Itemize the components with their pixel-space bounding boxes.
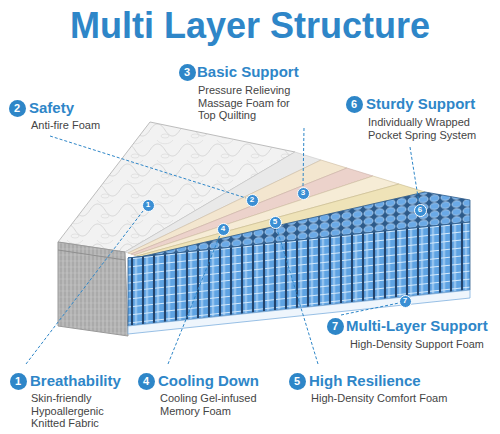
callout-number: 3 xyxy=(179,64,196,81)
callout-description: Cooling Gel-infused Memory Foam xyxy=(160,392,270,417)
callout-number: 2 xyxy=(9,100,26,117)
layer-marker: 5 xyxy=(269,216,282,229)
callout-description: High-Density Comfort Foam xyxy=(311,392,471,405)
callout-heading: Safety xyxy=(29,99,74,117)
callout-heading: Cooling Down xyxy=(158,372,259,390)
callout-description: Anti-fire Foam xyxy=(31,119,151,132)
layer-marker: 3 xyxy=(297,187,310,200)
callout-description: Individually Wrapped Pocket Spring Syste… xyxy=(368,116,488,141)
layer-marker: 6 xyxy=(414,204,427,217)
layer-marker: 1 xyxy=(142,199,155,212)
layer-marker: 4 xyxy=(217,223,230,236)
callout-description: Pressure Relieving Massage Foam for Top … xyxy=(198,84,308,122)
diagram-title: Multi Layer Structure xyxy=(0,4,500,48)
callout-number: 5 xyxy=(289,373,306,390)
callout-heading: Breathability xyxy=(30,372,121,390)
callout-description: High-Density Support Foam xyxy=(350,338,498,351)
callout-heading: Multi-Layer Support xyxy=(346,317,488,335)
callout-number: 4 xyxy=(138,373,155,390)
callout-heading: High Resilience xyxy=(309,372,421,390)
callout-number: 6 xyxy=(346,96,363,113)
layer-marker: 2 xyxy=(246,194,259,207)
callout-description: Skin-friendly Hypoallergenic Knitted Fab… xyxy=(31,392,115,430)
callout-number: 7 xyxy=(327,318,344,335)
callout-number: 1 xyxy=(10,373,27,390)
callout-heading: Basic Support xyxy=(197,63,299,81)
layer-marker: 7 xyxy=(399,295,412,308)
callout-heading: Sturdy Support xyxy=(366,95,475,113)
